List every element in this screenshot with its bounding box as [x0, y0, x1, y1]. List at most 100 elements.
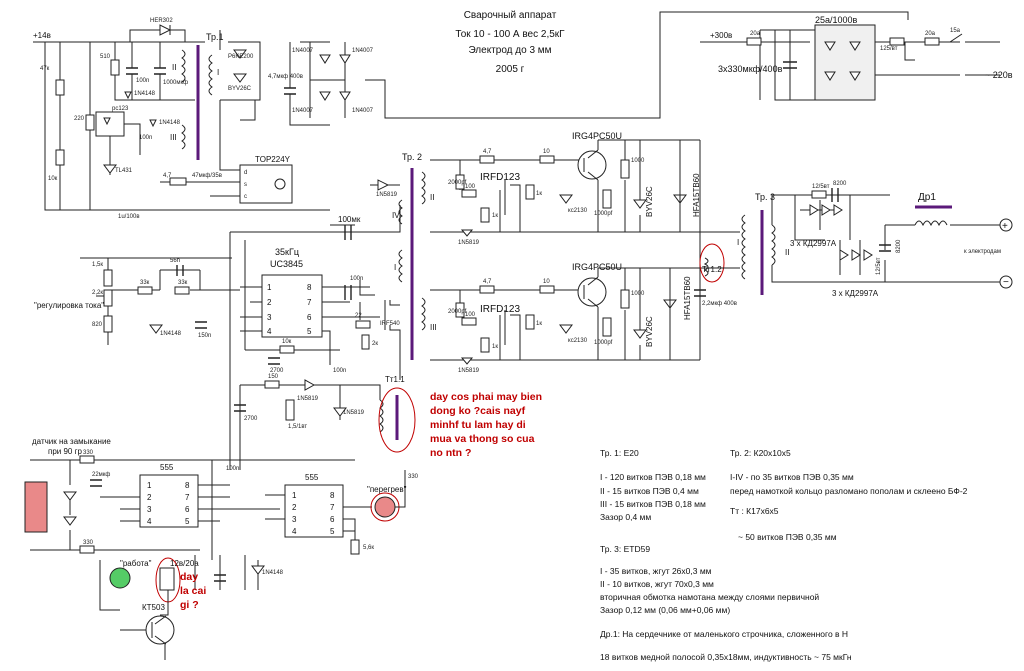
resistor-5-6k: [350, 539, 360, 555]
r2-2k-label: 2,2к: [92, 290, 103, 296]
resistor-1k-top2: [525, 184, 535, 200]
reg-current-label: "регулировка тока": [34, 301, 104, 310]
resistor-4-7-top: [479, 155, 495, 164]
zener-kc-bot: [559, 324, 573, 334]
electrode-plus-terminal: [999, 218, 1013, 232]
t2-pin-3: 3: [292, 515, 297, 524]
uc-pin-4: 4: [267, 327, 272, 336]
q2-line-1: day: [180, 571, 198, 583]
pot-2-2k: [103, 289, 113, 307]
diode-1n4007-c: [319, 91, 331, 101]
resistor-2k: [361, 334, 370, 350]
tr2-w1-label: I: [394, 263, 396, 272]
cap-1000pf-top: [602, 189, 612, 209]
d5819-tt-label: 1N5819: [297, 396, 319, 402]
hfa-bot-label: HFA15TB60: [683, 276, 692, 320]
tr1-secondary-windings: [181, 49, 186, 150]
c100mk-label: 100мк: [338, 215, 361, 224]
sensor-label-1: датчик на замыкание: [32, 437, 111, 446]
kd-top-label: 3 х КД2997А: [790, 239, 837, 248]
winding-notes: Тр. 1: Е20 I - 120 витков ПЭВ 0,18 мм II…: [600, 448, 968, 662]
r22-label: 22: [355, 313, 362, 319]
c1000-top-label: 1000: [631, 158, 645, 164]
c1000pf-bot-label: 1000pf: [594, 340, 613, 346]
d1n4007-label-1: 1N4007: [292, 48, 314, 54]
zener-1n5819: [333, 407, 347, 417]
question-circle-tt12: [699, 243, 725, 283]
d5819-tr2-label: 1N5819: [376, 192, 398, 198]
p6ke200-tvs: [233, 49, 247, 59]
d1n4007-label-2: 1N4007: [352, 48, 374, 54]
uc-pin-5: 5: [307, 327, 312, 336]
freq-label: 35кГц: [275, 247, 299, 257]
t2-pin-6: 6: [330, 515, 335, 524]
her302-wire: [129, 29, 186, 42]
cap-8200-out: [879, 244, 891, 252]
d5819-top-label: 1N5819: [458, 240, 480, 246]
resistor-33k-a: [137, 286, 153, 295]
irfd123-bot-label: IRFD123: [480, 304, 520, 315]
r330-b-label: 330: [83, 540, 94, 546]
uc3845-chip: [261, 274, 323, 338]
hv-bus: [700, 29, 860, 101]
byv26c-top: [633, 199, 647, 209]
diode-1n4007-b: [339, 54, 351, 64]
resistor-2000p-bot: [455, 302, 465, 318]
uc-pin-8: 8: [307, 283, 312, 292]
peregrev-label: "перегрев": [367, 485, 407, 494]
cap-8200-top: [831, 188, 839, 202]
tr1-w1-label: I: [217, 68, 219, 77]
optocoupler-pc123: [95, 111, 125, 137]
transistor-kt503: [145, 615, 175, 645]
byv26c-aux: [233, 73, 247, 83]
tr2-note-1: I-IV - по 35 витков ПЭВ 0,35 мм: [730, 472, 854, 482]
d4148-bottom-label: 1N4148: [159, 120, 181, 126]
c1u-label: 1u/100в: [118, 214, 140, 220]
fuse20a-label-1: 20а: [750, 31, 761, 37]
dr-note-1: 18 витков медной полосой 0,35х18мм, инду…: [600, 652, 852, 662]
r5-6k-label: 5,6к: [363, 545, 374, 551]
r12-label: 12/5вт: [812, 184, 830, 190]
resistor-125: [889, 37, 905, 46]
aux-rail: [33, 41, 330, 211]
uc-pin-1: 1: [267, 283, 272, 292]
c47-35-label: 47мкф/35в: [192, 173, 222, 179]
resistor-22: [355, 320, 371, 329]
c100n-t-label: 100n: [226, 466, 239, 472]
byv-bot-label: BYV26C: [645, 316, 654, 347]
t1-pin-5: 5: [185, 517, 190, 526]
c100n-label: 100n: [136, 78, 149, 84]
irf540-label: IRF540: [380, 321, 400, 327]
resistor-10-bot: [539, 285, 555, 294]
tr1-note-1: I - 120 витков ПЭВ 0,18 мм: [600, 472, 706, 482]
aux-power-supply: +14в 47к 10к 220 510 HER302 100n 1000мкф…: [33, 11, 909, 220]
d4148-top-label: 1N4148: [134, 91, 156, 97]
c47-label: 4,7мкф 400в: [268, 74, 303, 80]
c100n-pwm2-label: 100n: [333, 368, 346, 374]
resistor-12-5w: [811, 190, 827, 199]
tr1-note-4: Зазор 0,4 мм: [600, 512, 651, 522]
tr3-note-3: вторичная обмотка намотана между слоями …: [600, 592, 819, 602]
q1-line-4: mua va thong so cua: [430, 433, 535, 445]
t1-pin-1: 1: [147, 481, 152, 490]
cap-100n-pwm: [344, 285, 352, 300]
cap-1000-bot: [620, 289, 630, 309]
tr3-w1-label: I: [737, 238, 739, 247]
c100n-2-label: 100n: [139, 135, 152, 141]
resistor-1-5k: [103, 269, 113, 287]
diode-kd2997-bot1: [839, 249, 849, 261]
r33k-b-label: 33к: [178, 280, 188, 286]
t2-pin-8: 8: [330, 491, 335, 500]
r330-a-label: 330: [83, 450, 94, 456]
tr3-note-head: Тр. 3: ETD59: [600, 544, 650, 554]
igbt-top: [577, 150, 607, 180]
kc-top-label: кс2130: [568, 208, 588, 214]
resistor-4-7: [169, 177, 187, 186]
plus-14v-label: +14в: [33, 31, 51, 40]
p6ke-label: P6KE200: [228, 54, 254, 60]
her302-diode: [159, 24, 172, 36]
fuse-20a-1: [746, 37, 762, 46]
tt11-label: Тт1.1: [385, 375, 405, 384]
pc123-label: pc123: [112, 106, 129, 112]
r100-top-label: 100: [465, 184, 476, 190]
